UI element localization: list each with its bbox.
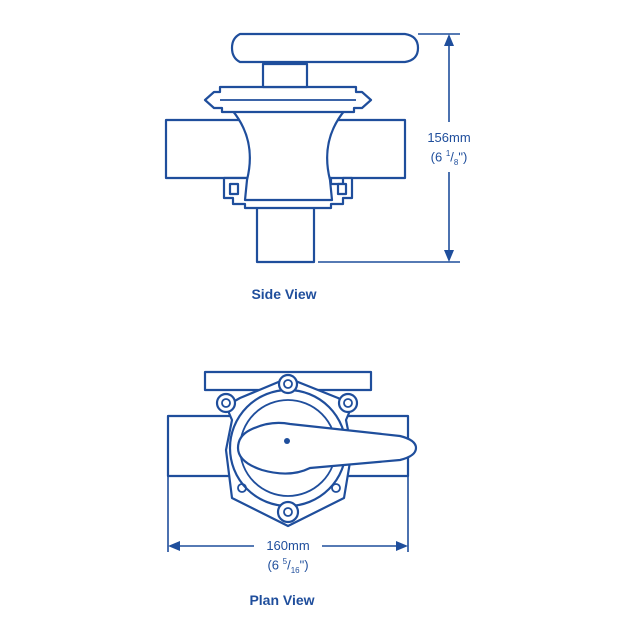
plan-handle <box>236 421 418 475</box>
bolt-lug-left <box>215 392 237 414</box>
bottom-outlet-pipe <box>255 198 316 264</box>
plan-view-drawing <box>166 370 418 552</box>
side-view-drawing <box>164 32 460 264</box>
flange-notch-left <box>228 182 240 196</box>
side-view-caption: Side View <box>251 286 317 302</box>
handle-pivot <box>284 438 290 444</box>
dim-arrow-top <box>444 34 454 46</box>
bolt-hole-lower-right <box>331 483 341 493</box>
dim-arrow-bottom <box>444 250 454 262</box>
valve-body <box>230 108 347 202</box>
handle-stem <box>261 62 309 89</box>
dim-arrow-left <box>168 541 180 551</box>
width-imperial: (6 5/16") <box>267 557 309 575</box>
height-metric: 156mm <box>427 130 471 145</box>
flange-notch-right <box>336 182 348 196</box>
bolt-lug-right <box>337 392 359 414</box>
height-imperial: (6 1/8") <box>430 149 468 167</box>
handle <box>230 32 420 64</box>
width-dimension-label: 160mm (6 5/16") <box>250 538 326 579</box>
height-dimension-label: 156mm (6 1/8") <box>412 130 486 171</box>
bolt-hole-lower-left <box>237 483 247 493</box>
dim-arrow-right <box>396 541 408 551</box>
bolt-lug-top <box>277 373 299 395</box>
bolt-lug-bottom <box>276 500 300 524</box>
plan-view-caption: Plan View <box>249 592 315 608</box>
width-metric: 160mm <box>266 538 310 553</box>
